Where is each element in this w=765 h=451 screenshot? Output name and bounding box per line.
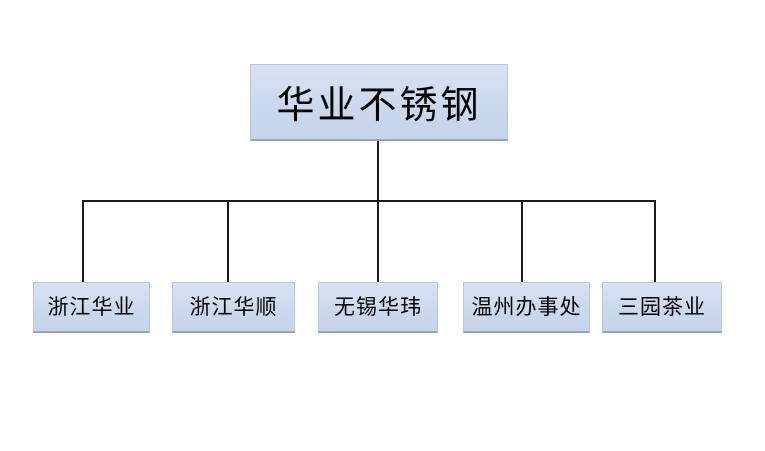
connector-root-stem [377,141,379,201]
connector-drop-3 [377,201,379,282]
connector-drop-2 [227,201,229,282]
connector-drop-4 [521,201,523,282]
org-node-label: 温州办事处 [471,295,582,319]
connector-horizontal-bar [82,200,656,202]
connector-drop-1 [82,201,84,282]
org-node-label: 浙江华业 [47,295,136,319]
org-node-sanyuan-tea: 三园茶业 [602,282,722,333]
org-node-zhejiang-huaye: 浙江华业 [33,282,150,333]
org-node-wenzhou-office: 温州办事处 [463,282,590,333]
org-node-root-label: 华业不锈钢 [276,82,482,127]
connector-drop-5 [654,201,656,282]
org-node-wuxi-huawei: 无锡华玮 [318,282,438,333]
org-node-label: 无锡华玮 [334,295,422,319]
org-node-label: 三园茶业 [618,295,706,319]
org-node-root: 华业不锈钢 [250,64,508,141]
org-node-label: 浙江华顺 [189,295,278,319]
org-node-zhejiang-huashun: 浙江华顺 [172,282,295,333]
